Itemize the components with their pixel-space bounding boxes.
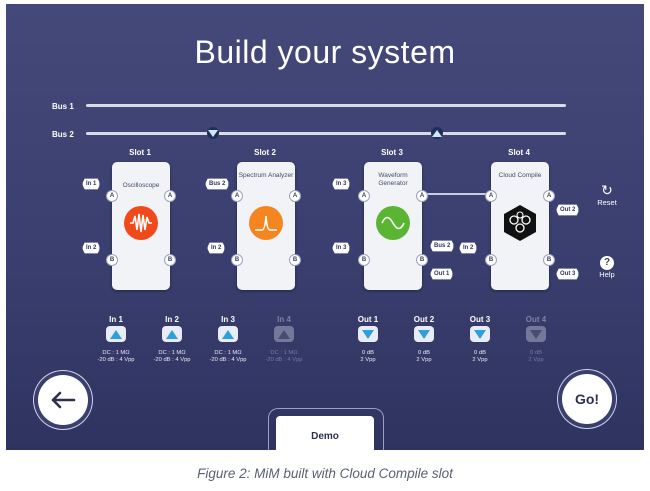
app-screen: Build your system Bus 1 Bus 2 Slot 1 Osc…	[6, 4, 644, 450]
triangle-down-icon	[418, 329, 430, 339]
slot-3-port-b-left[interactable]: B	[358, 254, 370, 266]
input-1-button[interactable]	[106, 326, 126, 342]
slot-1-in-tag-b[interactable]: In 2	[82, 242, 100, 254]
slot-4-port-a-right[interactable]: A	[543, 190, 555, 202]
slot-3-out-tag-out1[interactable]: Out 1	[430, 268, 453, 280]
reset-button[interactable]: ↻ Reset	[590, 182, 624, 207]
slot-3-port-b-right[interactable]: B	[416, 254, 428, 266]
slot-2-name: Spectrum Analyzer	[238, 172, 294, 179]
output-2-label: Out 2	[413, 315, 435, 324]
slot-2-card[interactable]: Spectrum Analyzer	[237, 162, 295, 290]
slot-2-in-tag-a[interactable]: Bus 2	[205, 178, 229, 190]
go-label: Go!	[574, 391, 600, 407]
triangle-up-icon	[166, 329, 178, 339]
go-button[interactable]: Go!	[562, 374, 612, 424]
input-3-label: In 3	[221, 315, 235, 324]
slot-1-in-tag-a[interactable]: In 1	[82, 178, 100, 190]
slot-4-out-tag-out3[interactable]: Out 3	[556, 268, 579, 280]
page-title: Build your system	[194, 34, 456, 70]
slot-3-out-tag-bus2[interactable]: Bus 2	[430, 240, 454, 252]
slot-4-card[interactable]: Cloud Compile	[491, 162, 549, 290]
bus-2-tap-up-icon[interactable]	[431, 127, 443, 139]
slot-1-port-a-left[interactable]: A	[106, 190, 118, 202]
slot-3-port-a-left[interactable]: A	[358, 190, 370, 202]
demo-label: Demo	[311, 430, 339, 442]
output-4-button	[526, 326, 546, 342]
demo-frame	[268, 408, 384, 450]
slot-1-card[interactable]: Oscilloscope	[112, 162, 170, 290]
sine-wave-icon	[376, 206, 410, 240]
output-1-label: Out 1	[357, 315, 379, 324]
triangle-up-icon	[110, 329, 122, 339]
bus-2-label: Bus 2	[52, 130, 74, 139]
slot-3-port-a-right[interactable]: A	[416, 190, 428, 202]
input-3-spec: DC : 1 MΩ-20 dB : 4 Vpp	[209, 350, 247, 363]
triangle-down-icon	[362, 329, 374, 339]
reset-label: Reset	[597, 198, 617, 207]
reset-icon: ↻	[601, 182, 613, 198]
help-button[interactable]: ? Help	[590, 256, 624, 279]
slot-2-port-a-left[interactable]: A	[231, 190, 243, 202]
triangle-up-icon	[222, 329, 234, 339]
input-2-spec: DC : 1 MΩ-20 dB : 4 Vpp	[153, 350, 191, 363]
input-4-spec: DC : 1 MΩ-20 dB : 4 Vpp	[265, 350, 303, 363]
input-4-button	[274, 326, 294, 342]
triangle-down-icon	[474, 329, 486, 339]
slot-2-in-tag-b[interactable]: In 2	[207, 242, 225, 254]
output-1-button[interactable]	[358, 326, 378, 342]
bus-1-label: Bus 1	[52, 102, 74, 111]
slot-4-port-b-right[interactable]: B	[543, 254, 555, 266]
demo-button[interactable]: Demo	[276, 416, 374, 450]
slot-2-port-b-right[interactable]: B	[289, 254, 301, 266]
slot-3-card[interactable]: Waveform Generator	[364, 162, 422, 290]
oscilloscope-icon	[124, 206, 158, 240]
slot-2-label: Slot 2	[254, 148, 276, 157]
output-2-button[interactable]	[414, 326, 434, 342]
slot-4-label: Slot 4	[508, 148, 530, 157]
slot-1-name: Oscilloscope	[122, 182, 160, 189]
slot-2-port-a-right[interactable]: A	[289, 190, 301, 202]
cloud-compile-icon	[501, 204, 539, 242]
bus-2-tap-down-icon[interactable]	[207, 127, 219, 139]
slot-3-label: Slot 3	[381, 148, 403, 157]
slot-4-port-a-left[interactable]: A	[485, 190, 497, 202]
input-2-button[interactable]	[162, 326, 182, 342]
slot-4-port-b-left[interactable]: B	[485, 254, 497, 266]
slot-2-port-b-left[interactable]: B	[231, 254, 243, 266]
slot-1-port-a-right[interactable]: A	[164, 190, 176, 202]
arrow-left-icon	[51, 391, 76, 409]
triangle-up-icon	[278, 329, 290, 339]
slot-4-out-tag-out2[interactable]: Out 2	[556, 204, 579, 216]
slot-3-in-tag-b[interactable]: In 3	[332, 242, 350, 254]
input-2-label: In 2	[165, 315, 179, 324]
bus-1-line[interactable]	[86, 104, 566, 107]
slot-4-name: Cloud Compile	[498, 172, 542, 179]
output-4-label: Out 4	[525, 315, 547, 324]
help-label: Help	[599, 270, 615, 279]
input-4-label: In 4	[277, 315, 291, 324]
slot-1-port-b-right[interactable]: B	[164, 254, 176, 266]
back-button[interactable]	[38, 375, 88, 425]
spectrum-icon	[249, 206, 283, 240]
figure-caption: Figure 2: MiM built with Cloud Compile s…	[197, 466, 453, 481]
slot-4-in-tag-b[interactable]: In 2	[459, 242, 477, 254]
bus-2-line[interactable]	[86, 132, 566, 135]
help-icon: ?	[600, 256, 614, 270]
slot-1-label: Slot 1	[129, 148, 151, 157]
output-3-label: Out 3	[469, 315, 491, 324]
output-3-button[interactable]	[470, 326, 490, 342]
slot3-slot4-wire	[420, 193, 486, 195]
input-1-label: In 1	[109, 315, 123, 324]
slot-3-name: Waveform Generator	[378, 172, 408, 187]
slot-3-in-tag-a[interactable]: In 3	[332, 178, 350, 190]
triangle-down-icon	[530, 329, 542, 339]
input-1-spec: DC : 1 MΩ-20 dB : 4 Vpp	[97, 350, 135, 363]
slot-1-port-b-left[interactable]: B	[106, 254, 118, 266]
input-3-button[interactable]	[218, 326, 238, 342]
